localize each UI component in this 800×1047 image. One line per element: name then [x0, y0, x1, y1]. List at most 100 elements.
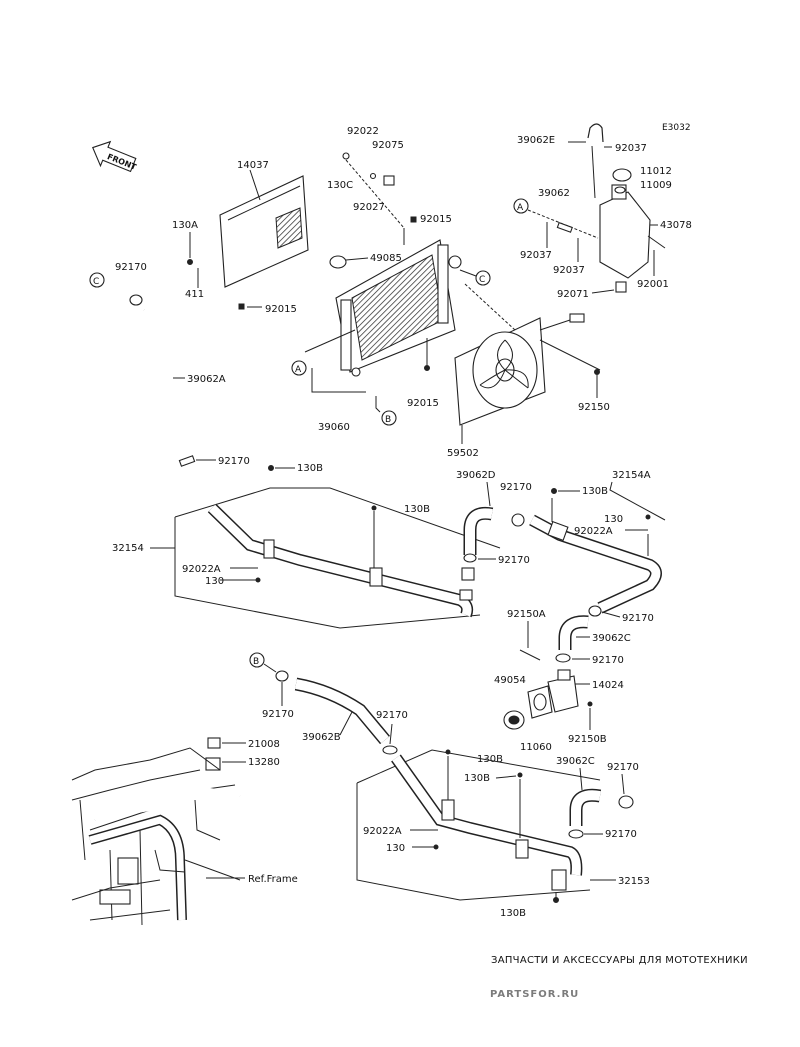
label-39062C-b: 39062C	[556, 756, 595, 767]
label-92170-g: 92170	[262, 709, 294, 720]
label-39062: 39062	[538, 188, 570, 199]
radiator-screen	[219, 175, 309, 288]
label-92022A-b: 92022A	[574, 526, 613, 537]
label-92170-i: 92170	[607, 762, 639, 773]
svg-text:B: B	[253, 657, 259, 667]
label-92022A-c: 92022A	[363, 826, 402, 837]
water-pipe-32153	[391, 754, 583, 891]
hose-clamp-icon	[588, 605, 602, 617]
label-130B-c: 130B	[582, 486, 608, 497]
ref-marker-c: C	[475, 270, 491, 286]
label-92037-a: 92037	[615, 143, 647, 154]
label-92037-c: 92037	[553, 265, 585, 276]
label-92001: 92001	[637, 279, 669, 290]
svg-text:A: A	[517, 203, 524, 213]
pipe-end-icon	[461, 567, 475, 581]
ref-marker-a: A	[291, 360, 307, 376]
diagram-code: E3032	[662, 123, 691, 133]
label-130B-b: 130B	[404, 504, 430, 515]
label-130B-e: 130B	[464, 773, 490, 784]
label-59502: 59502	[447, 448, 479, 459]
label-92150B: 92150B	[568, 734, 607, 745]
label-130C: 130C	[327, 180, 353, 191]
label-411: 411	[185, 289, 204, 300]
bolt-icon	[517, 772, 523, 778]
bolt-icon	[433, 844, 439, 850]
ref-marker-b2: B	[249, 652, 265, 668]
svg-text:C: C	[93, 277, 99, 287]
label-92170-a: 92170	[115, 262, 147, 273]
label-130B-f: 130B	[500, 908, 526, 919]
bushing-icon	[383, 175, 395, 186]
label-21008: 21008	[248, 739, 280, 750]
clip-icon	[238, 303, 245, 310]
svg-text:C: C	[479, 275, 485, 285]
reserve-tank	[599, 168, 651, 293]
label-130-c: 130	[386, 843, 405, 854]
label-92170-h: 92170	[376, 710, 408, 721]
grommet-icon	[342, 152, 350, 160]
ref-frame-label: Ref.Frame	[248, 874, 298, 885]
bolt-icon	[551, 488, 557, 494]
thermostat	[503, 710, 525, 730]
radiator	[335, 239, 462, 377]
label-92150A: 92150A	[507, 609, 546, 620]
label-130A: 130A	[172, 220, 198, 231]
label-32154: 32154	[112, 543, 144, 554]
label-130B-d: 130B	[477, 754, 503, 765]
label-39062D: 39062D	[456, 470, 496, 481]
bolt-icon	[371, 505, 377, 511]
thermostat-cover	[547, 669, 579, 713]
bolt-icon	[594, 369, 600, 375]
label-92022: 92022	[347, 126, 379, 137]
label-92015-a: 92015	[265, 304, 297, 315]
bolt-icon	[645, 514, 651, 520]
clip-icon	[410, 216, 417, 223]
label-92170-f: 92170	[592, 655, 624, 666]
label-92170-e: 92170	[622, 613, 654, 624]
label-92170-c: 92170	[500, 482, 532, 493]
label-14037: 14037	[237, 160, 269, 171]
label-39062B: 39062B	[302, 732, 341, 743]
hose-clamp-icon	[382, 745, 398, 755]
label-14024: 14024	[592, 680, 624, 691]
hose-clamp-icon	[511, 513, 525, 527]
label-49085: 49085	[370, 253, 402, 264]
label-92170-b: 92170	[218, 456, 250, 467]
hose-clamp-icon	[568, 829, 584, 839]
ref-marker-a2: A	[513, 198, 529, 214]
label-130-b: 130	[604, 514, 623, 525]
bolt-icon	[587, 701, 593, 707]
label-92170-d: 92170	[498, 555, 530, 566]
label-130B-a: 130B	[297, 463, 323, 474]
label-92150: 92150	[578, 402, 610, 413]
label-92170-j: 92170	[605, 829, 637, 840]
label-39062E: 39062E	[517, 135, 555, 146]
label-39062A: 39062A	[187, 374, 226, 385]
label-43078: 43078	[660, 220, 692, 231]
collar-icon	[369, 172, 377, 180]
label-92022A-a: 92022A	[182, 564, 221, 575]
watermark-logo: PARTSFOR.RU	[490, 989, 579, 1000]
label-92015-c: 92015	[407, 398, 439, 409]
svg-text:B: B	[385, 415, 391, 425]
tube-icon	[556, 222, 573, 233]
hose-clamp-icon	[129, 294, 143, 306]
clamp-21008-icon	[207, 737, 221, 749]
label-130-a: 130	[205, 576, 224, 587]
water-pipe-32154	[207, 503, 474, 618]
label-32154A: 32154A	[612, 470, 651, 481]
label-11009: 11009	[640, 180, 672, 191]
bolt-icon	[187, 259, 193, 265]
hose-clamp-icon	[463, 553, 477, 563]
label-92071: 92071	[557, 289, 589, 300]
label-92075: 92075	[372, 140, 404, 151]
water-pipe-32154A	[529, 514, 662, 614]
radiator-cap	[329, 255, 369, 269]
bolt-icon	[255, 577, 261, 583]
hose-clamp-icon	[178, 455, 196, 467]
cooling-fan	[454, 313, 585, 426]
vehicle-frame	[71, 747, 241, 926]
gasket	[527, 685, 553, 719]
label-49054: 49054	[494, 675, 526, 686]
